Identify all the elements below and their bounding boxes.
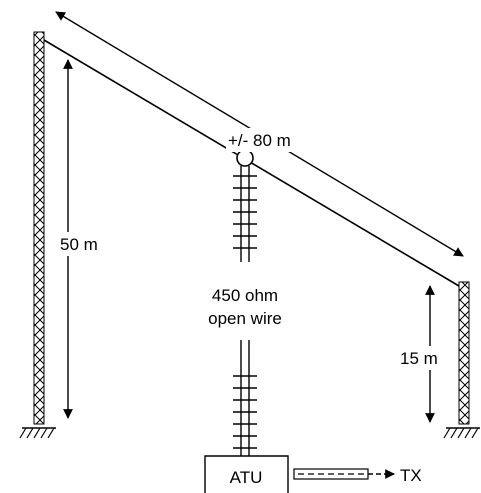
feedline-label-line1: 450 ohm — [212, 286, 278, 305]
feedline-label-line2: open wire — [208, 309, 282, 328]
feedline-upper — [233, 166, 257, 262]
feed-point-insulator — [236, 149, 254, 167]
left-ground-symbol — [19, 427, 56, 439]
atu-box — [204, 455, 289, 493]
right-height-label: 15 m — [400, 349, 438, 368]
left-mast — [33, 31, 45, 425]
right-mast — [458, 281, 470, 425]
coax-cable — [293, 468, 369, 480]
tx-label: TX — [400, 466, 422, 485]
feedline-lower — [233, 340, 257, 456]
atu-label: ATU — [230, 468, 263, 487]
antenna-length-label: +/- 80 m — [228, 131, 291, 150]
right-ground-symbol — [443, 427, 480, 439]
left-height-label: 50 m — [60, 235, 98, 254]
